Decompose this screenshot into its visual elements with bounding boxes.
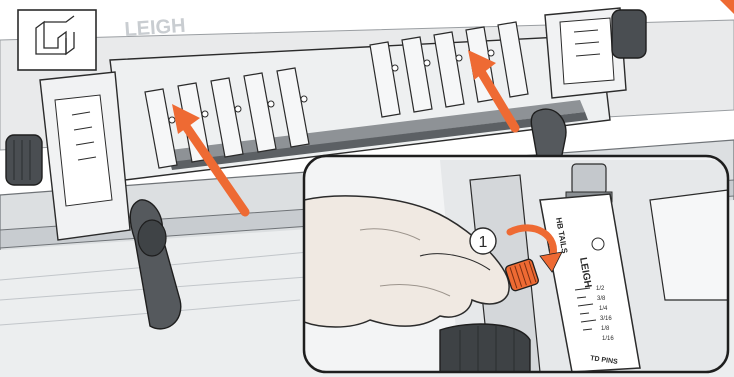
scale-mark: 1/2 bbox=[596, 286, 605, 292]
scale-mark: 3/8 bbox=[597, 296, 606, 302]
scale-mark: 3/16 bbox=[600, 316, 612, 322]
scale-mark: 1/16 bbox=[602, 336, 614, 342]
finger-joint-icon bbox=[18, 10, 96, 70]
scale-mark: 1/4 bbox=[599, 306, 608, 312]
step-number-badge: 1 bbox=[470, 228, 496, 254]
left-side-knob bbox=[6, 135, 42, 185]
brand-wordmark: LEIGH bbox=[124, 15, 187, 41]
step-number: 1 bbox=[479, 234, 488, 251]
detail-inset: HB TAILS LEIGH 1/2 3/8 1/4 3/16 1/8 1/16… bbox=[304, 156, 728, 372]
scale-mark: 1/8 bbox=[601, 326, 610, 332]
